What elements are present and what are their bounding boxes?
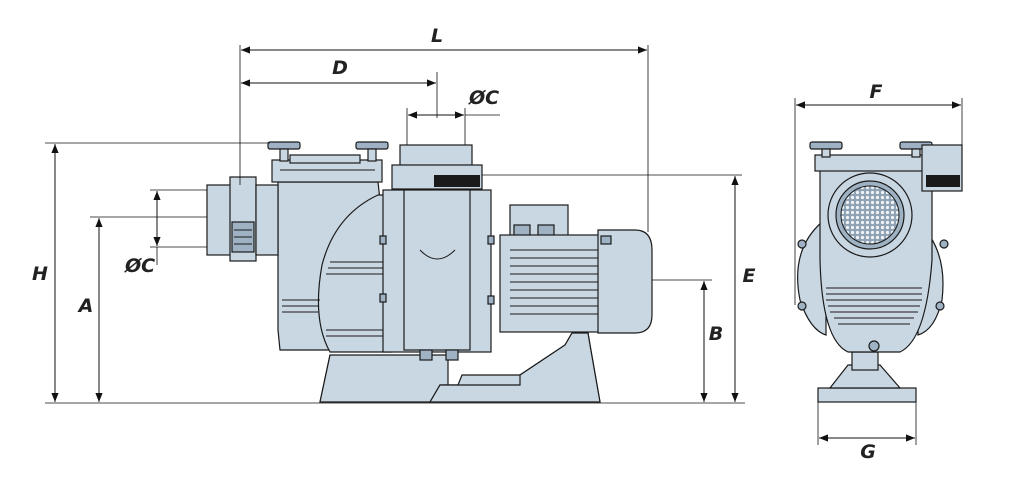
label-C-top: ØC	[468, 87, 499, 109]
label-C-side: ØC	[124, 255, 155, 277]
front-base-pedestal	[828, 364, 902, 389]
label-G: G	[860, 441, 876, 463]
bolt	[797, 301, 807, 311]
bolt	[935, 301, 945, 311]
label-F: F	[870, 81, 883, 103]
motor-fan-cover	[597, 229, 653, 334]
motor-foot	[428, 332, 601, 403]
pump-side-view	[45, 141, 745, 404]
lid-knob-right	[355, 141, 389, 162]
front-outlet-thread	[926, 175, 960, 187]
side-view-dimensions: L D ØC ØC H A B E	[32, 25, 756, 402]
front-ribs	[826, 287, 922, 325]
bolt	[939, 239, 949, 249]
label-D: D	[332, 57, 348, 79]
label-A: A	[77, 295, 94, 317]
label-H: H	[32, 263, 48, 285]
front-base-neck	[851, 351, 879, 371]
front-lid-knob-left	[809, 141, 843, 158]
bolt	[379, 235, 387, 245]
bolt	[600, 235, 612, 245]
label-E: E	[743, 265, 756, 287]
lid-cap	[289, 154, 361, 164]
motor-fins	[510, 249, 598, 315]
bolt	[445, 349, 459, 361]
label-B: B	[709, 323, 723, 345]
motor-body	[499, 234, 603, 333]
pump-front-view	[797, 141, 963, 403]
inlet-mesh	[840, 185, 900, 245]
bolt	[419, 349, 433, 361]
casing-curve	[419, 249, 456, 260]
casing-core	[403, 189, 471, 351]
front-foot	[319, 354, 449, 403]
front-base-plate	[817, 387, 917, 403]
lid-knob-left	[267, 141, 301, 162]
outlet-port	[399, 144, 473, 168]
outlet-thread	[434, 175, 480, 187]
drain-plug	[868, 340, 880, 352]
label-L: L	[431, 25, 443, 47]
front-view-dimensions: F G	[794, 81, 963, 463]
bolt	[797, 239, 807, 249]
bolt	[379, 293, 387, 303]
inlet-collar	[255, 184, 279, 256]
bolt	[487, 235, 495, 245]
bolt	[487, 295, 495, 305]
